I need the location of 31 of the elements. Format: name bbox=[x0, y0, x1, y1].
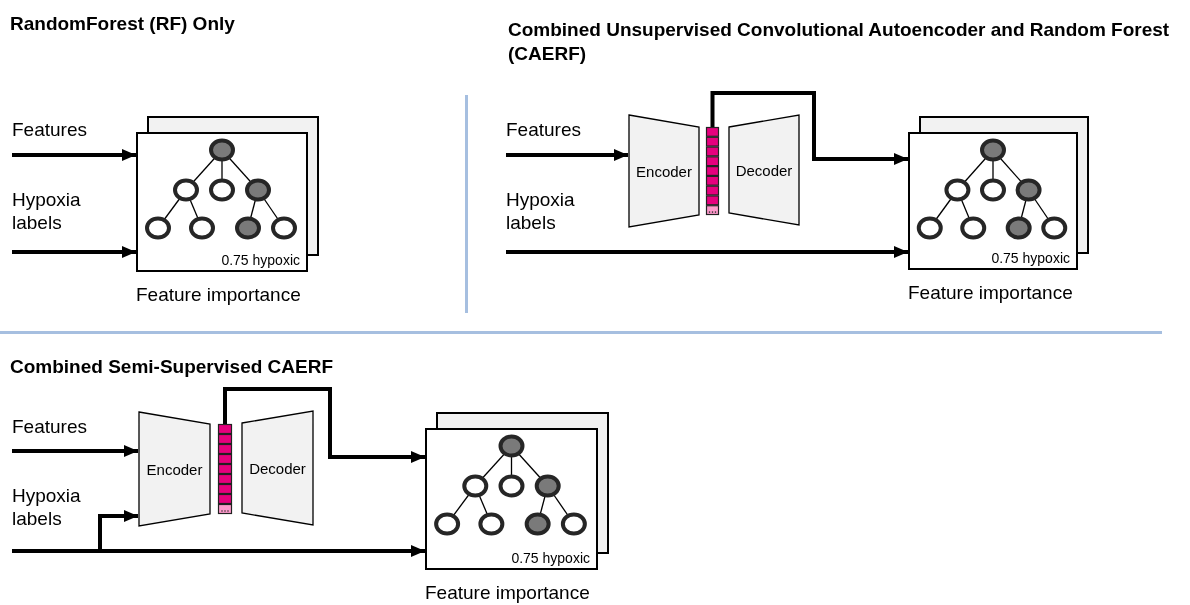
decoder-trapezoid bbox=[728, 114, 800, 226]
encoder-label: Encoder bbox=[145, 460, 204, 478]
panel-title: Combined Semi-Supervised CAERF bbox=[10, 355, 335, 379]
arrow bbox=[710, 91, 908, 165]
arrow bbox=[12, 246, 136, 258]
arrow bbox=[12, 149, 136, 161]
input-label: Hypoxia labels bbox=[12, 188, 82, 234]
panel-title: RandomForest (RF) Only bbox=[10, 12, 236, 36]
decoder-trapezoid bbox=[241, 410, 314, 526]
input-label: Features bbox=[506, 118, 582, 141]
probability-text: 0.75 hypoxic bbox=[511, 550, 590, 566]
probability-text: 0.75 hypoxic bbox=[991, 250, 1070, 266]
arrow bbox=[506, 246, 908, 258]
encoder-trapezoid bbox=[138, 411, 211, 527]
encoder-label: Encoder bbox=[635, 162, 693, 180]
input-label: Hypoxia labels bbox=[506, 188, 576, 234]
input-label: Features bbox=[12, 415, 88, 438]
input-label: Features bbox=[12, 118, 88, 141]
input-label: Hypoxia labels bbox=[12, 484, 82, 530]
caption-text: Feature importance bbox=[908, 282, 1073, 304]
encoder-trapezoid bbox=[628, 114, 700, 228]
arrow bbox=[506, 149, 628, 161]
caption-text: Feature importance bbox=[425, 582, 590, 604]
decoder-label: Decoder bbox=[734, 161, 794, 179]
arrow bbox=[223, 387, 425, 463]
decoder-label: Decoder bbox=[248, 459, 307, 477]
arrow bbox=[12, 445, 138, 457]
arrow bbox=[12, 510, 138, 553]
caption-text: Feature importance bbox=[136, 284, 301, 306]
probability-text: 0.75 hypoxic bbox=[221, 252, 300, 268]
panel-title: Combined Unsupervised Convolutional Autoencoder and Random Forest (CAERF) bbox=[508, 18, 1171, 66]
